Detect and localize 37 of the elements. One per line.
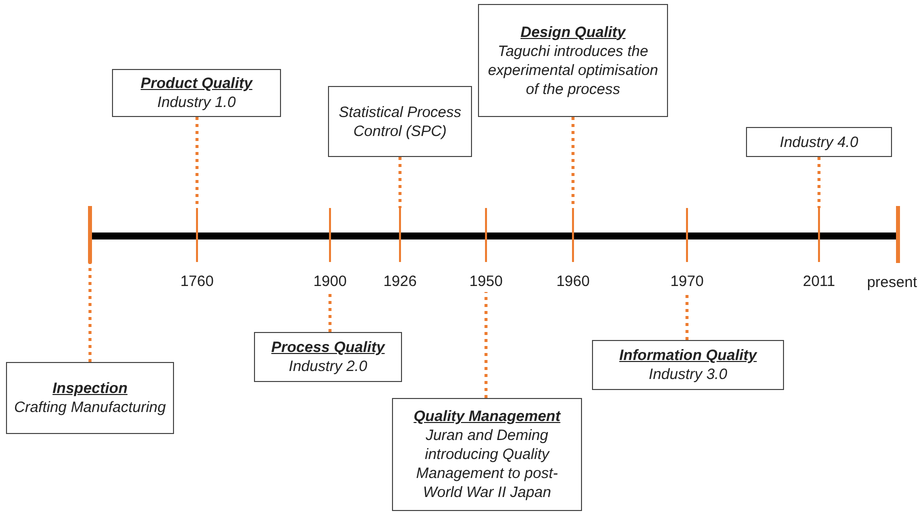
year-label: 1926 bbox=[383, 272, 417, 292]
box-heading: Product Quality bbox=[140, 74, 252, 93]
leader-line bbox=[484, 292, 488, 398]
box-heading: Inspection bbox=[52, 379, 128, 398]
year-label: 2011 bbox=[802, 272, 836, 292]
text-box bbox=[392, 398, 582, 511]
text-box bbox=[328, 86, 472, 157]
year-label: 1950 bbox=[469, 272, 503, 292]
year-label: 1970 bbox=[670, 272, 704, 292]
box-text: Taguchi introduces the experimental optimisation of the process bbox=[486, 42, 660, 98]
box-heading: Quality Management bbox=[414, 407, 560, 426]
box-text: Industry 3.0 bbox=[648, 365, 728, 384]
box-heading: Information Quality bbox=[619, 346, 757, 365]
box-text: Statistical Process Control (SPC) bbox=[338, 102, 462, 140]
text-box bbox=[6, 362, 174, 434]
text-box bbox=[746, 127, 892, 157]
text-box bbox=[592, 340, 784, 390]
box-text: Juran and Deming introducing Quality Management to post-World War II Japan bbox=[415, 426, 559, 502]
year-label: present bbox=[866, 273, 918, 293]
text-box bbox=[478, 4, 668, 117]
box-text: Crafting Manufacturing bbox=[14, 398, 166, 417]
leader-line bbox=[88, 263, 92, 362]
box-text: Industry 2.0 bbox=[288, 357, 368, 376]
box-heading: Design Quality bbox=[520, 22, 626, 42]
leader-line bbox=[818, 157, 820, 208]
text-box bbox=[112, 69, 281, 117]
box-text: Industry 4.0 bbox=[780, 132, 858, 152]
text-box bbox=[254, 332, 402, 382]
leader-line bbox=[328, 292, 332, 332]
timeline-axis bbox=[90, 232, 898, 240]
leader-line bbox=[686, 292, 688, 340]
box-text: Industry 1.0 bbox=[157, 93, 236, 112]
year-label: 1900 bbox=[313, 272, 347, 292]
year-label: 1760 bbox=[180, 272, 214, 292]
leader-line bbox=[398, 157, 402, 208]
box-heading: Process Quality bbox=[271, 338, 385, 357]
year-label: 1960 bbox=[556, 272, 590, 292]
